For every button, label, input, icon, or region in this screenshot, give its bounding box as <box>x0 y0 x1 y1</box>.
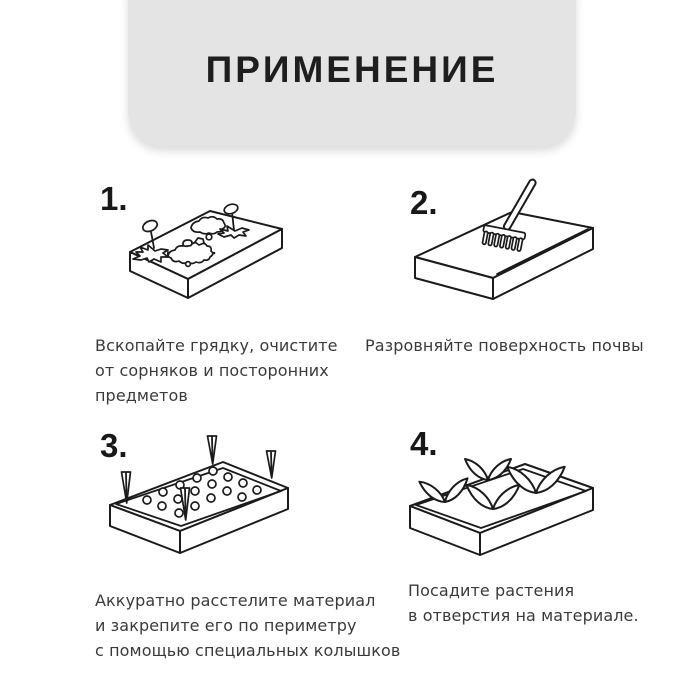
caption-line: в отверстия на материале. <box>408 606 639 625</box>
material-with-holes-and-pegs-illustration <box>109 435 289 554</box>
caption-line: Вскопайте грядку, очистите <box>95 336 338 355</box>
step-3-caption: Аккуратно расстелите материал и закрепит… <box>95 588 400 663</box>
step-1-number: 1. <box>100 180 128 217</box>
step-1-caption: Вскопайте грядку, очистите от сорняков и… <box>95 333 338 408</box>
peg-icon <box>120 471 132 504</box>
soil-patch-icon <box>166 215 226 268</box>
peg-icon <box>179 487 191 521</box>
weed-icon <box>132 219 169 263</box>
peg-icon <box>206 435 218 465</box>
step-2-caption: Разровняйте поверхность почвы <box>365 333 644 358</box>
caption-line: от сорняков и посторонних <box>95 361 329 380</box>
caption-line: и закрепите его по периметру <box>95 616 357 635</box>
weed-icon <box>217 203 250 239</box>
header-card: ПРИМЕНЕНИЕ <box>128 0 576 146</box>
dug-bed-with-weeds-illustration <box>129 203 283 299</box>
caption-line: Посадите растения <box>408 581 575 600</box>
page-title: ПРИМЕНЕНИЕ <box>205 49 499 90</box>
step-3-number: 3. <box>100 427 128 464</box>
sprout-icon <box>418 477 469 503</box>
rake-icon <box>481 178 537 252</box>
caption-line: Разровняйте поверхность почвы <box>365 336 644 355</box>
sprout-icon <box>465 483 521 511</box>
garden-bed-slab <box>409 463 594 556</box>
peg-icon <box>265 450 277 479</box>
planting-holes <box>142 466 262 518</box>
sprout-icon <box>464 458 512 481</box>
caption-line: с помощью специальных колышков <box>95 641 401 660</box>
caption-line: предметов <box>95 386 188 405</box>
step-4-caption: Посадите растения в отверстия на материа… <box>408 578 639 628</box>
rake-on-bed-illustration <box>414 178 594 300</box>
material-sheet-edge <box>415 468 587 529</box>
plants-in-holes-illustration <box>409 458 594 556</box>
caption-line: Аккуратно расстелите материал <box>95 591 376 610</box>
material-sheet-edge <box>115 467 282 527</box>
sprout-icon <box>506 465 566 494</box>
step-2-number: 2. <box>410 184 438 221</box>
step-4-number: 4. <box>410 425 438 462</box>
